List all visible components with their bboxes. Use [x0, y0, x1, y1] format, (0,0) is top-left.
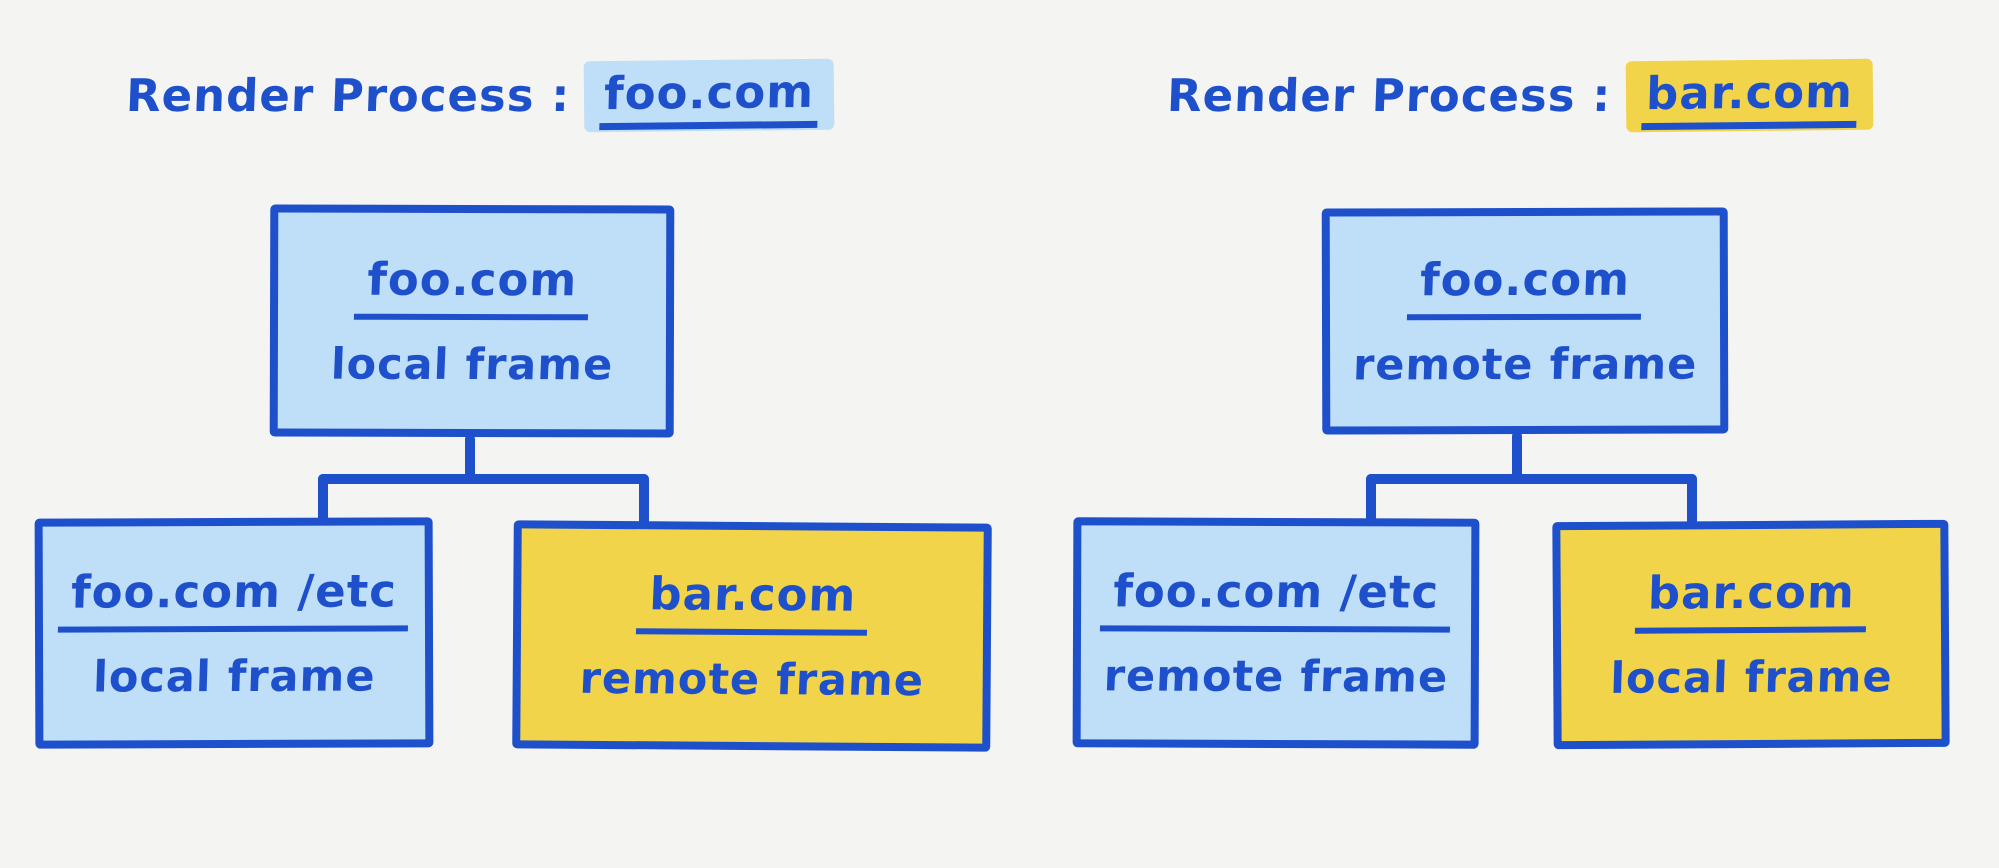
connector-stem	[1512, 431, 1522, 484]
tree-title: Render Process : bar.com	[1150, 58, 1890, 132]
site-label: bar.com	[635, 566, 870, 636]
child-frame-box-right: bar.com local frame	[1552, 519, 1950, 750]
process-name-highlight: bar.com	[1625, 58, 1873, 132]
frame-type-label: remote frame	[578, 653, 925, 706]
site-label: foo.com /etc	[57, 563, 410, 633]
frame-type-label: local frame	[329, 339, 615, 390]
site-label: foo.com	[1406, 252, 1643, 320]
root-frame-box: foo.com remote frame	[1321, 207, 1729, 435]
connector-bar	[318, 474, 649, 484]
frame-type-label: local frame	[92, 651, 377, 702]
frame-type-label: remote frame	[1352, 339, 1699, 390]
tree-title-prefix: Render Process :	[1166, 68, 1613, 122]
site-label: foo.com /etc	[1099, 563, 1453, 633]
connector-stem	[465, 434, 475, 484]
frame-type-label: local frame	[1609, 652, 1894, 704]
child-frame-box-left: foo.com /etc remote frame	[1072, 517, 1480, 749]
root-frame-box: foo.com local frame	[269, 204, 675, 438]
site-label: bar.com	[1634, 565, 1868, 634]
process-name: bar.com	[1640, 64, 1858, 130]
tree-title-prefix: Render Process :	[124, 68, 572, 122]
connector-drop-left	[318, 474, 328, 524]
process-name: foo.com	[599, 64, 819, 130]
child-frame-box-right: bar.com remote frame	[512, 520, 992, 752]
connector-bar	[1366, 474, 1697, 484]
child-frame-box-left: foo.com /etc local frame	[34, 517, 434, 749]
frame-type-label: remote frame	[1102, 650, 1449, 703]
site-label: foo.com	[353, 252, 591, 320]
connector-drop-right	[639, 474, 649, 528]
connector-drop-left	[1366, 474, 1376, 524]
connector-drop-right	[1687, 474, 1697, 527]
process-name-highlight: foo.com	[583, 58, 835, 132]
tree-title: Render Process : foo.com	[110, 58, 850, 132]
